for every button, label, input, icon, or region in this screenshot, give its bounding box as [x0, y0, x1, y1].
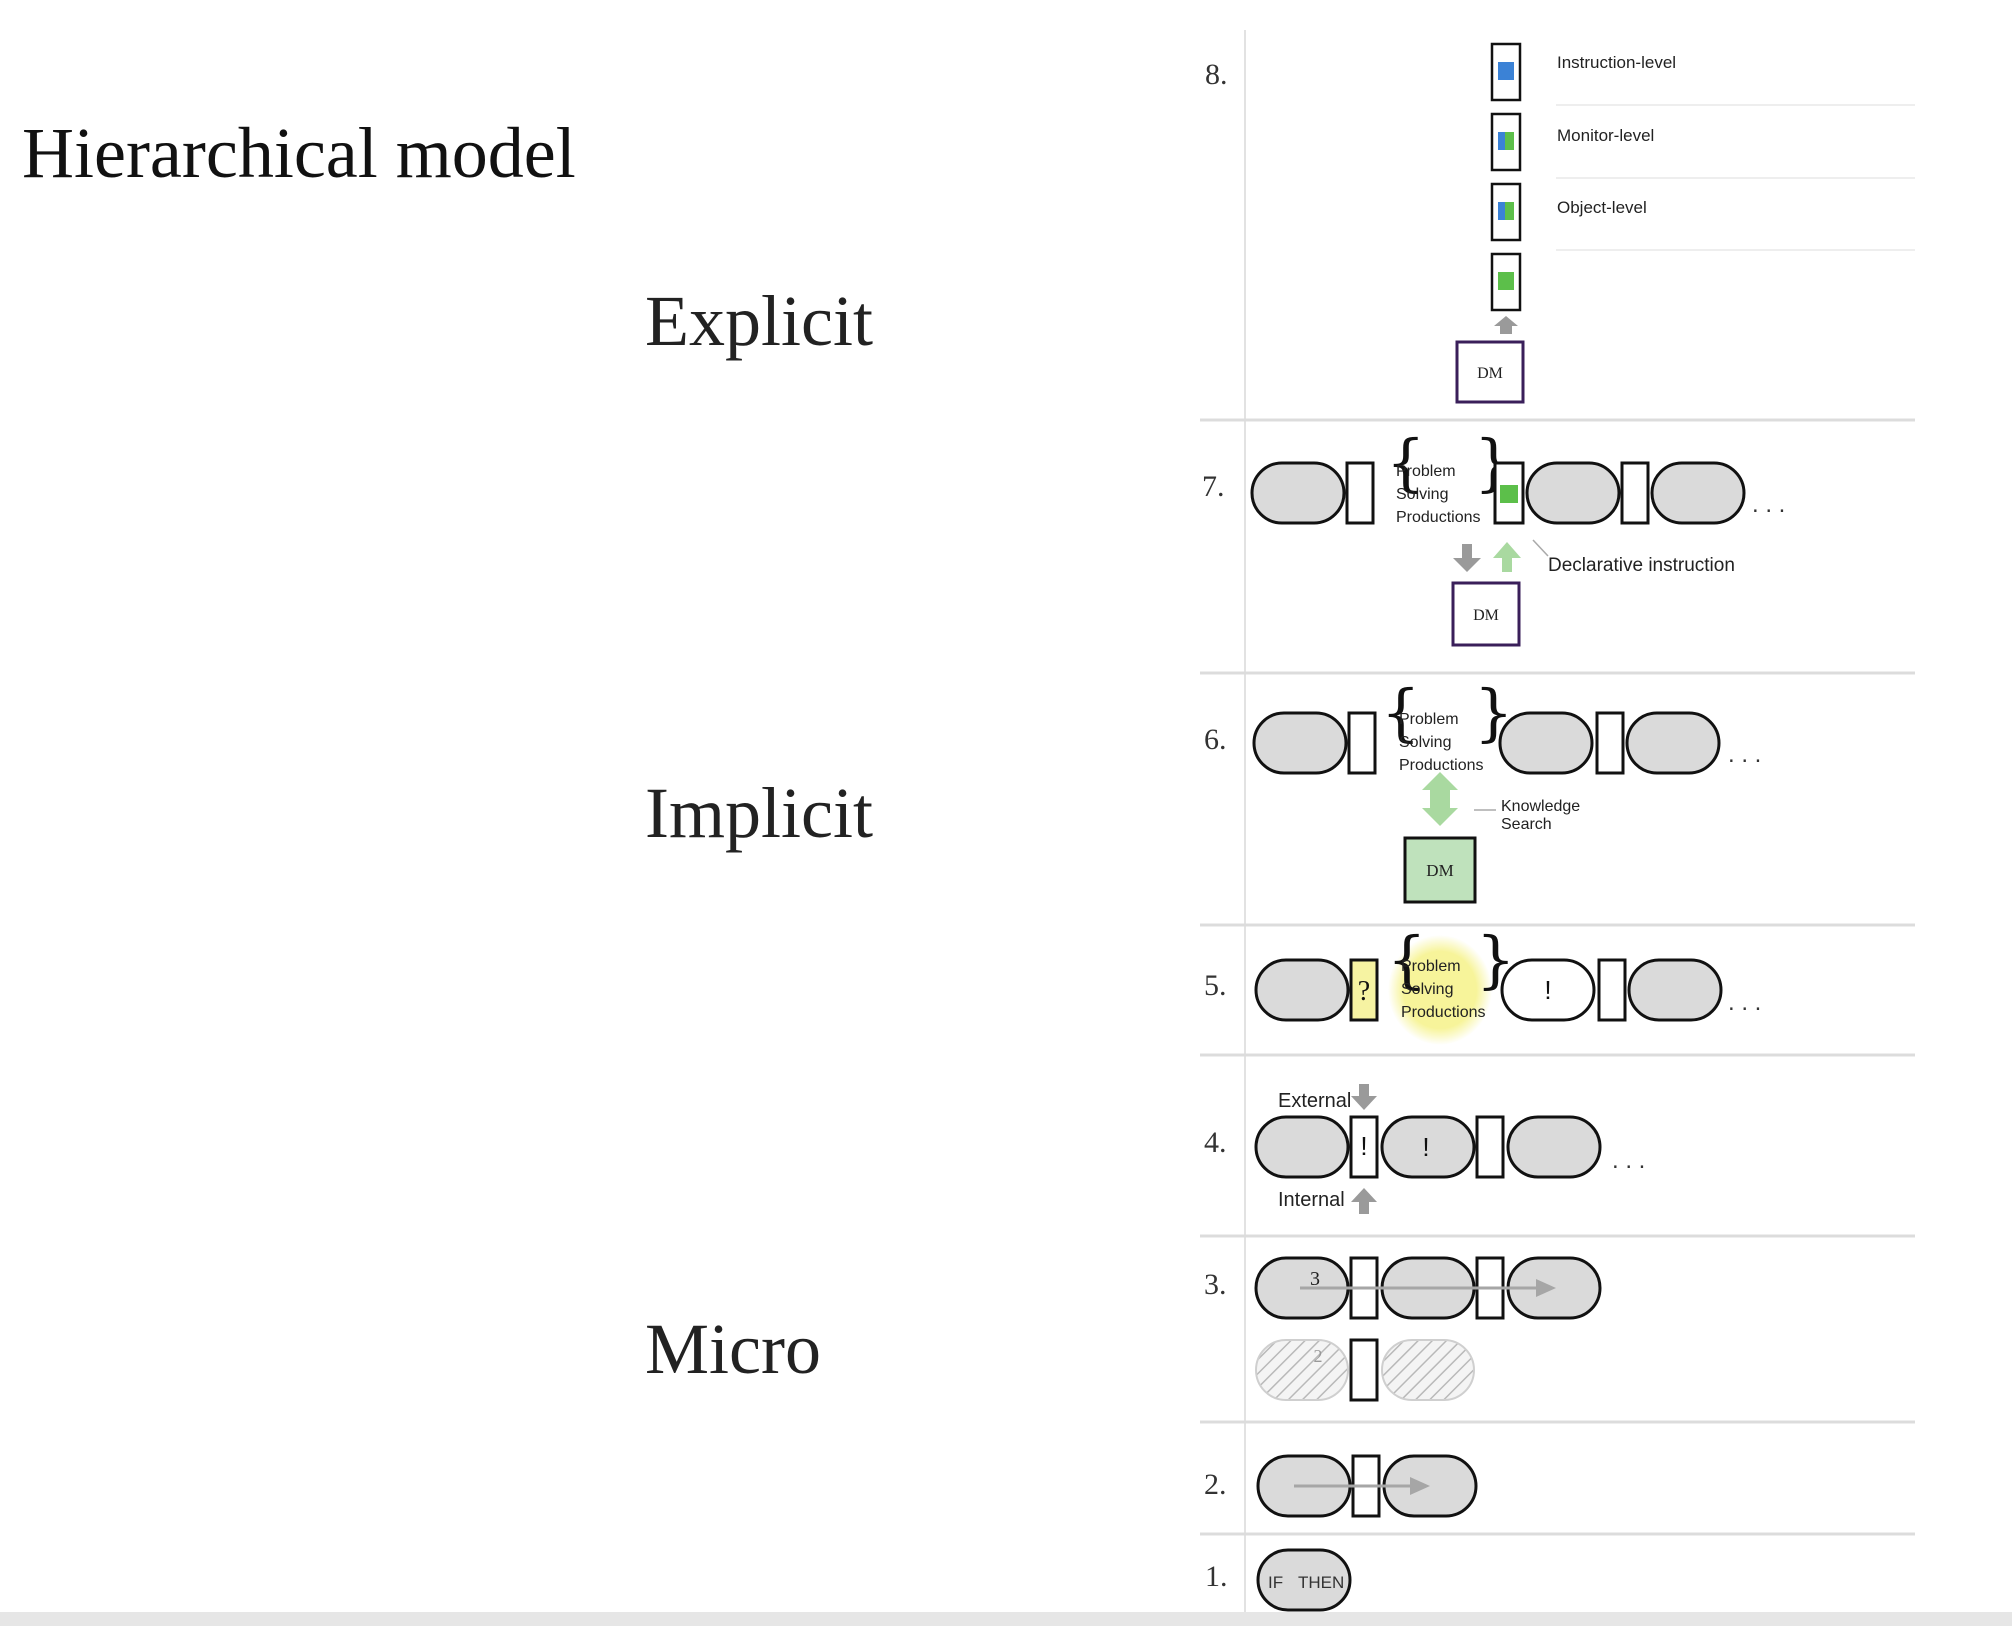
row-number: 7. — [1202, 470, 1225, 503]
ellipsis: . . . — [1612, 1147, 1645, 1174]
svg-text:Productions: Productions — [1396, 509, 1481, 526]
label-object: Object-level — [1557, 198, 1647, 217]
row-number: 3. — [1204, 1268, 1227, 1301]
category-implicit: Implicit — [645, 773, 873, 853]
pill — [1627, 958, 1723, 1022]
chunk — [1620, 461, 1650, 525]
production-pill — [1256, 1548, 1352, 1612]
category-micro: Micro — [645, 1309, 821, 1389]
annotation-line2: Search — [1501, 816, 1552, 833]
svg-text:{: { — [1387, 923, 1426, 996]
svg-text:DM: DM — [1477, 365, 1503, 382]
row-7: 7. { Problem Solving Productions } . . .… — [1202, 426, 1785, 647]
ellipsis: . . . — [1728, 989, 1761, 1016]
svg-text:!: ! — [1544, 975, 1551, 1005]
row-4: External 4. ! ! . . . Internal — [1204, 1084, 1645, 1214]
dm-box-green — [1403, 836, 1477, 904]
svg-text:DM: DM — [1473, 607, 1499, 624]
chunk — [1595, 711, 1625, 775]
svg-text:Productions: Productions — [1401, 1004, 1486, 1021]
svg-text:{: { — [1386, 426, 1425, 499]
pill — [1254, 1115, 1350, 1179]
row-number: 1. — [1205, 1560, 1228, 1593]
row-8: 8. DM Instruction-level Monitor-level Ob… — [1205, 42, 1915, 404]
pill — [1498, 711, 1594, 775]
pill — [1525, 461, 1621, 525]
ellipsis: . . . — [1728, 741, 1761, 768]
row-3: 3. 3 2 — [1204, 1256, 1602, 1402]
down-arrow-icon — [1422, 802, 1458, 826]
row-number: 6. — [1204, 723, 1227, 756]
svg-text:3: 3 — [1310, 1268, 1320, 1290]
category-explicit: Explicit — [645, 281, 873, 361]
annotation-line1: Knowledge — [1501, 798, 1580, 815]
svg-text:Solving: Solving — [1399, 734, 1451, 751]
svg-text:Problem: Problem — [1396, 463, 1456, 480]
row-5: 5. ? { Problem Solving Productions } ! .… — [1204, 923, 1761, 1045]
svg-text:Solving: Solving — [1401, 981, 1453, 998]
pill — [1254, 958, 1350, 1022]
then-label: THEN — [1298, 1573, 1344, 1592]
bottom-bar — [0, 1612, 2012, 1626]
svg-text:{: { — [1381, 676, 1420, 749]
dm-box — [1451, 581, 1521, 647]
dm-box — [1455, 340, 1525, 404]
label-monitor: Monitor-level — [1557, 126, 1654, 145]
chunk — [1345, 461, 1375, 525]
row-6: 6. { Problem Solving Productions } . . .… — [1204, 676, 1761, 904]
svg-text:!: ! — [1422, 1132, 1429, 1162]
up-arrow-icon — [1494, 316, 1518, 334]
exclaim-chunk — [1349, 1115, 1379, 1179]
label-instruction: Instruction-level — [1557, 53, 1676, 72]
svg-text:Productions: Productions — [1399, 757, 1484, 774]
down-arrow-icon — [1351, 1084, 1377, 1110]
blue-chunk-fill — [1498, 62, 1514, 80]
row-1: 1. IF THEN — [1205, 1548, 1352, 1612]
chunk — [1597, 958, 1627, 1022]
ellipsis: . . . — [1752, 491, 1785, 518]
svg-text:Solving: Solving — [1396, 486, 1448, 503]
row-number: 8. — [1205, 58, 1228, 91]
row-number: 5. — [1204, 969, 1227, 1002]
svg-text:Problem: Problem — [1399, 711, 1459, 728]
svg-text:?: ? — [1358, 976, 1370, 1007]
chunk — [1349, 1338, 1379, 1402]
chunk — [1347, 711, 1377, 775]
svg-text:!: ! — [1360, 1131, 1367, 1161]
row-2: 2. — [1204, 1454, 1478, 1518]
if-label: IF — [1268, 1573, 1283, 1592]
pill — [1625, 711, 1721, 775]
chunk — [1475, 1115, 1505, 1179]
row-number: 4. — [1204, 1126, 1227, 1159]
down-arrow-icon — [1453, 544, 1481, 572]
pill-white — [1500, 958, 1596, 1022]
svg-text:Problem: Problem — [1401, 958, 1461, 975]
pill — [1250, 461, 1346, 525]
page-title: Hierarchical model — [22, 113, 576, 193]
up-arrow-icon — [1351, 1188, 1377, 1214]
pill-hatched — [1381, 1339, 1475, 1401]
question-chunk — [1349, 958, 1379, 1022]
pill — [1506, 1115, 1602, 1179]
row-number: 2. — [1204, 1468, 1227, 1501]
label-external: External — [1278, 1090, 1351, 1112]
pill — [1380, 1115, 1476, 1179]
svg-text:DM: DM — [1426, 861, 1453, 880]
svg-text:2: 2 — [1314, 1346, 1323, 1366]
yellow-glow — [1388, 935, 1492, 1045]
pill — [1650, 461, 1746, 525]
up-arrow-icon — [1493, 542, 1521, 572]
up-arrow-icon — [1422, 772, 1458, 802]
pill-hatched — [1255, 1339, 1349, 1401]
pill — [1252, 711, 1348, 775]
label-internal: Internal — [1278, 1189, 1345, 1211]
annotation: Declarative instruction — [1548, 555, 1735, 576]
